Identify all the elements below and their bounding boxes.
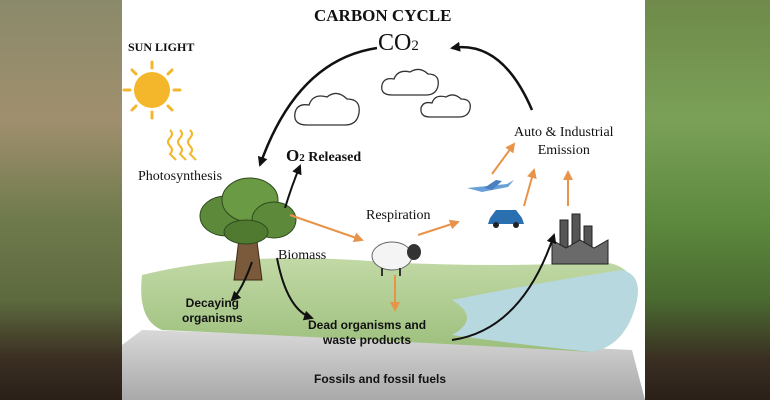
- right-background-photo: [645, 0, 770, 400]
- diagram-canvas: [122, 41, 645, 400]
- o2-released-label: O2 Released: [286, 146, 361, 166]
- emission-label: Auto & Industrial Emission: [514, 124, 614, 160]
- sheep-icon: [371, 241, 421, 276]
- carbon-cycle-diagram: CARBON CYCLE CO2 SUN LIGHT O2 Released P…: [122, 0, 645, 400]
- cloud-icon: [381, 68, 439, 96]
- biomass-label: Biomass: [278, 248, 327, 263]
- arrow-tree-to-o2: [284, 164, 302, 209]
- dead-line-2: waste products: [323, 333, 412, 347]
- o2-subscript: 2: [299, 152, 305, 164]
- factory-icon: [551, 213, 609, 265]
- sun-icon: [122, 60, 182, 120]
- decaying-line-1: Decaying: [185, 296, 240, 310]
- car-icon: [488, 210, 524, 228]
- arrow-tree-to-dead: [276, 257, 314, 321]
- arrow-sheep-to-respiration: [417, 219, 460, 236]
- co2-label: CO2: [378, 30, 419, 57]
- airplane-icon: [467, 180, 514, 192]
- arrow-fossil-to-factory: [451, 233, 557, 341]
- fossils-label: Fossils and fossil fuels: [314, 372, 447, 386]
- cloud-icon: [294, 92, 360, 126]
- sunlight-rays-icon: [167, 129, 197, 161]
- arrow-to-co2: [450, 41, 534, 111]
- diagram-title: CARBON CYCLE: [314, 6, 452, 25]
- sun-light-label: SUN LIGHT: [128, 40, 195, 54]
- arrow-car-to-emission: [523, 168, 537, 207]
- o2-rest: Released: [304, 150, 362, 165]
- dead-organisms-label: Dead organisms and waste products: [308, 318, 426, 348]
- co2-main: CO: [378, 30, 412, 56]
- dead-line-1: Dead organisms and: [308, 318, 427, 332]
- arrow-co2-to-photosynthesis: [257, 46, 378, 167]
- co2-subscript: 2: [411, 38, 419, 54]
- respiration-label: Respiration: [366, 208, 431, 223]
- decaying-line-2: organisms: [182, 311, 243, 325]
- decaying-organisms-label: Decaying organisms: [182, 296, 243, 326]
- cloud-icon: [420, 94, 471, 118]
- arrow-tree-to-decaying: [230, 261, 253, 302]
- tree-icon: [199, 177, 297, 281]
- arrow-plane-to-emission: [491, 142, 516, 175]
- photosynthesis-label: Photosynthesis: [138, 169, 223, 184]
- water: [452, 270, 638, 352]
- emission-line-1: Auto & Industrial: [514, 125, 614, 140]
- arrow-tree-to-sheep: [289, 214, 364, 243]
- o2-main: O: [286, 146, 300, 165]
- emission-line-2: Emission: [537, 143, 590, 158]
- left-background-photo: [0, 0, 122, 400]
